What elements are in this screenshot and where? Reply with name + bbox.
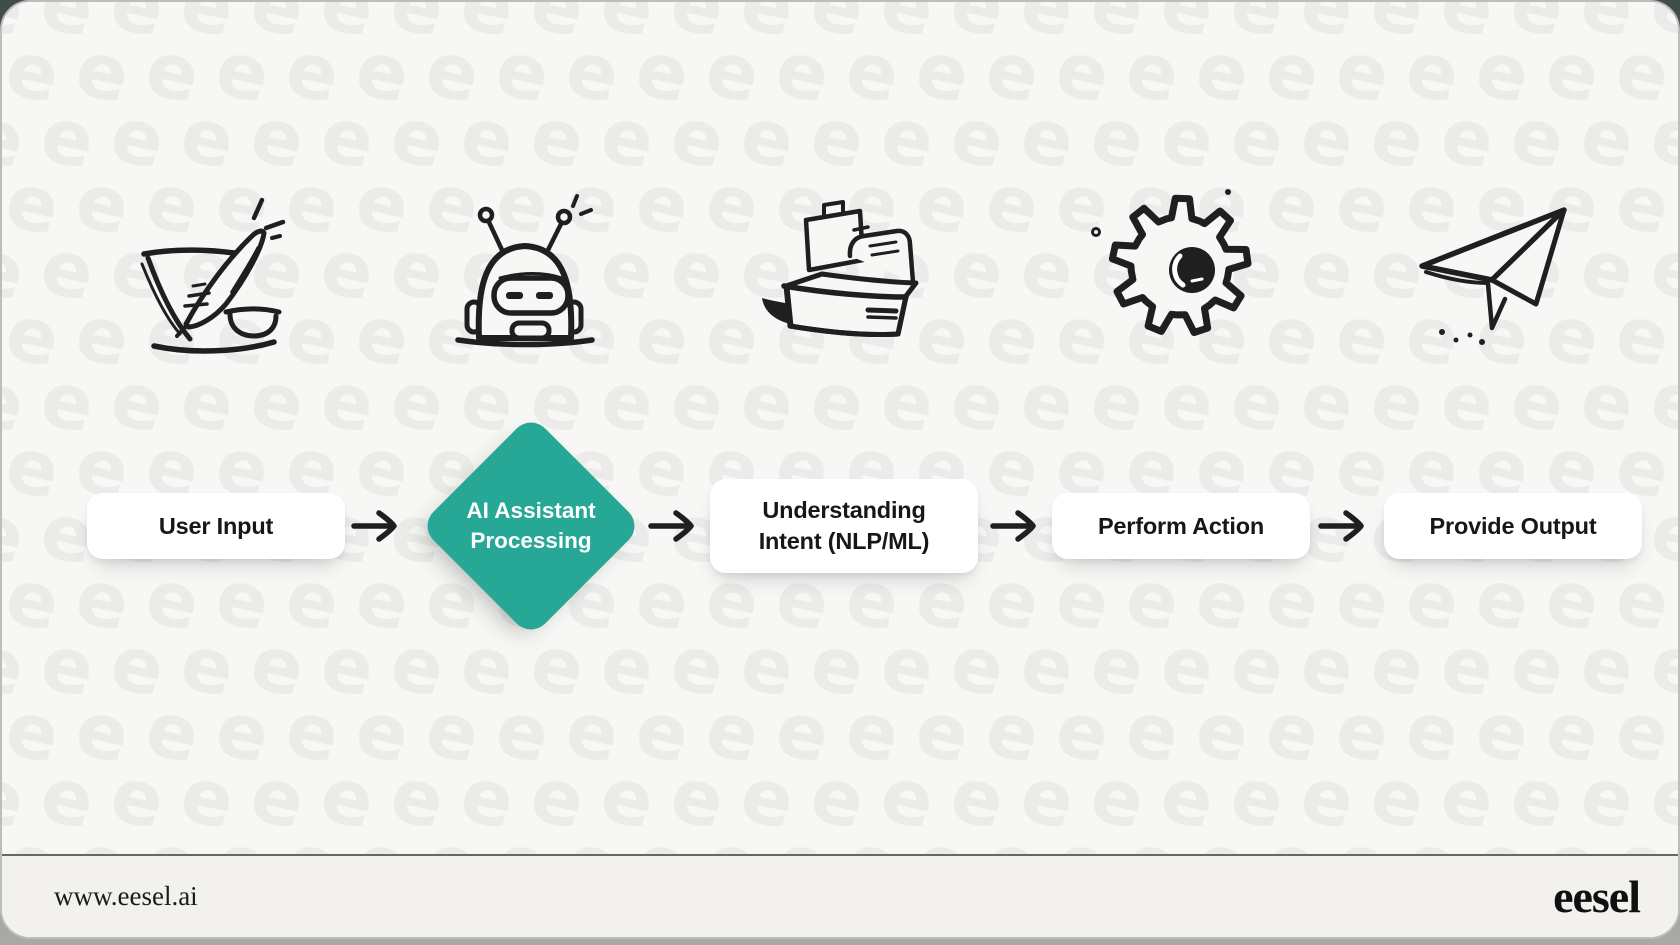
flow-arrow-icon: [351, 510, 397, 542]
flow-node-label: AI Assistant Processing: [466, 497, 596, 553]
gear-icon: [1091, 189, 1252, 336]
flow-node-label: Perform Action: [1097, 512, 1265, 539]
flow-node-perform-action: Perform Action: [1052, 493, 1310, 559]
flow-arrow-icon: [990, 510, 1036, 542]
flow-node-user-input: User Input: [87, 493, 345, 559]
flow-node-label: Understanding Intent (NLP/ML): [758, 497, 930, 554]
eesel-logo: eesel: [1553, 871, 1641, 922]
paper-plane-icon: [1419, 207, 1567, 345]
file-box-icon: [762, 200, 919, 338]
flow-arrow-icon: [1318, 510, 1364, 542]
flow-node-understanding-intent: Understanding Intent (NLP/ML): [710, 479, 978, 573]
flow-node-ai-assistant-processing: AI Assistant Processing: [419, 414, 643, 638]
flow-arrow-icon: [648, 510, 694, 542]
footer-bar: www.eesel.ai eesel: [2, 854, 1678, 937]
flow-node-label: Provide Output: [1429, 512, 1597, 539]
quill-pen-icon: [140, 197, 286, 354]
website-url: www.eesel.ai: [54, 881, 198, 911]
robot-icon: [455, 194, 595, 348]
flow-node-label: User Input: [158, 512, 274, 539]
flow-node-provide-output: Provide Output: [1384, 493, 1642, 559]
